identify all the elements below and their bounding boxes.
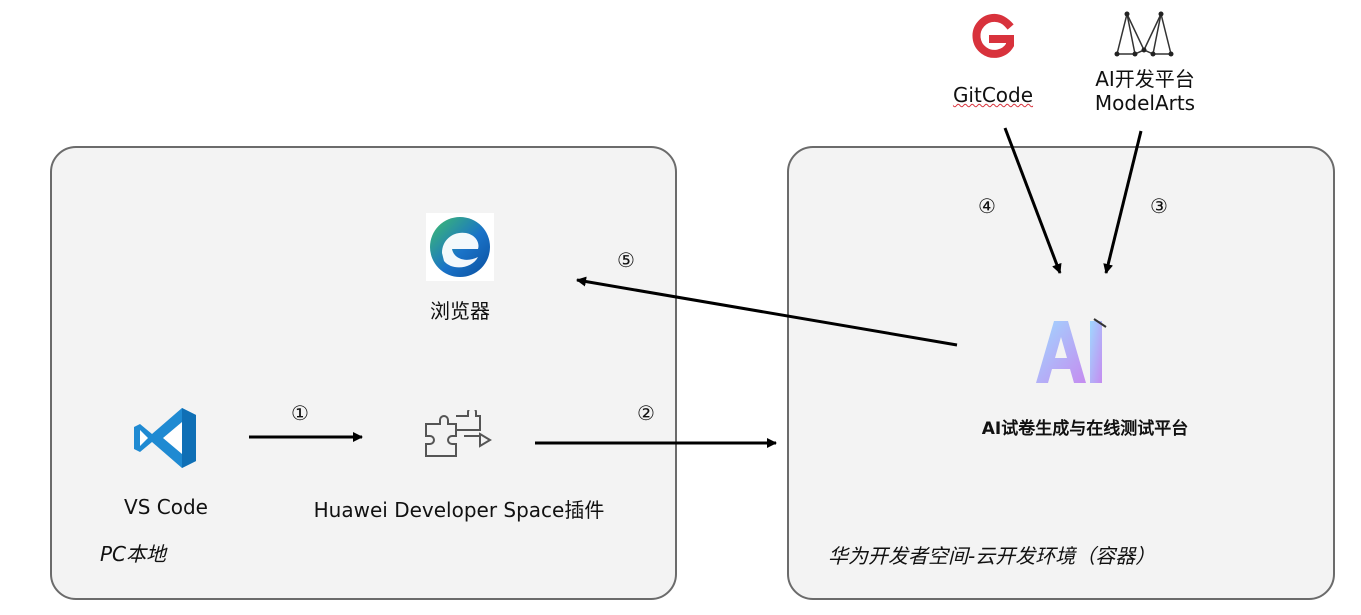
ai-logo-icon — [1028, 313, 1108, 389]
step-4-marker: ④ — [978, 194, 996, 218]
arrow-modelarts-to-platform — [1103, 130, 1143, 274]
edge-browser-icon — [426, 213, 494, 281]
step-5-marker: ⑤ — [617, 248, 635, 272]
browser-label: 浏览器 — [430, 299, 490, 323]
pc-local-label: PC本地 — [100, 542, 167, 566]
vscode-label: VS Code — [124, 495, 208, 519]
arrow-platform-to-browser — [576, 276, 958, 347]
gitcode-label: GitCode — [952, 83, 1034, 107]
step-2-marker: ② — [637, 401, 655, 425]
modelarts-label-line1: AI开发平台 — [1095, 67, 1195, 91]
vscode-icon — [130, 402, 202, 474]
gitcode-logo-icon — [962, 8, 1024, 70]
puzzle-plugin-icon — [420, 407, 496, 466]
platform-label: AI试卷生成与在线测试平台 — [981, 419, 1189, 439]
modelarts-logo-icon — [1113, 10, 1175, 58]
step-1-marker: ① — [291, 401, 309, 425]
modelarts-label-line2: ModelArts — [1094, 91, 1196, 115]
plugin-label: Huawei Developer Space插件 — [313, 498, 605, 522]
arrow-gitcode-to-platform — [1003, 127, 1062, 274]
cloud-dev-env-container — [787, 146, 1335, 600]
modelarts-label: AI开发平台 ModelArts — [1083, 67, 1207, 115]
step-3-marker: ③ — [1150, 194, 1168, 218]
cloud-env-label: 华为开发者空间-云开发环境（容器） — [828, 544, 1156, 568]
pc-local-container — [50, 146, 677, 600]
